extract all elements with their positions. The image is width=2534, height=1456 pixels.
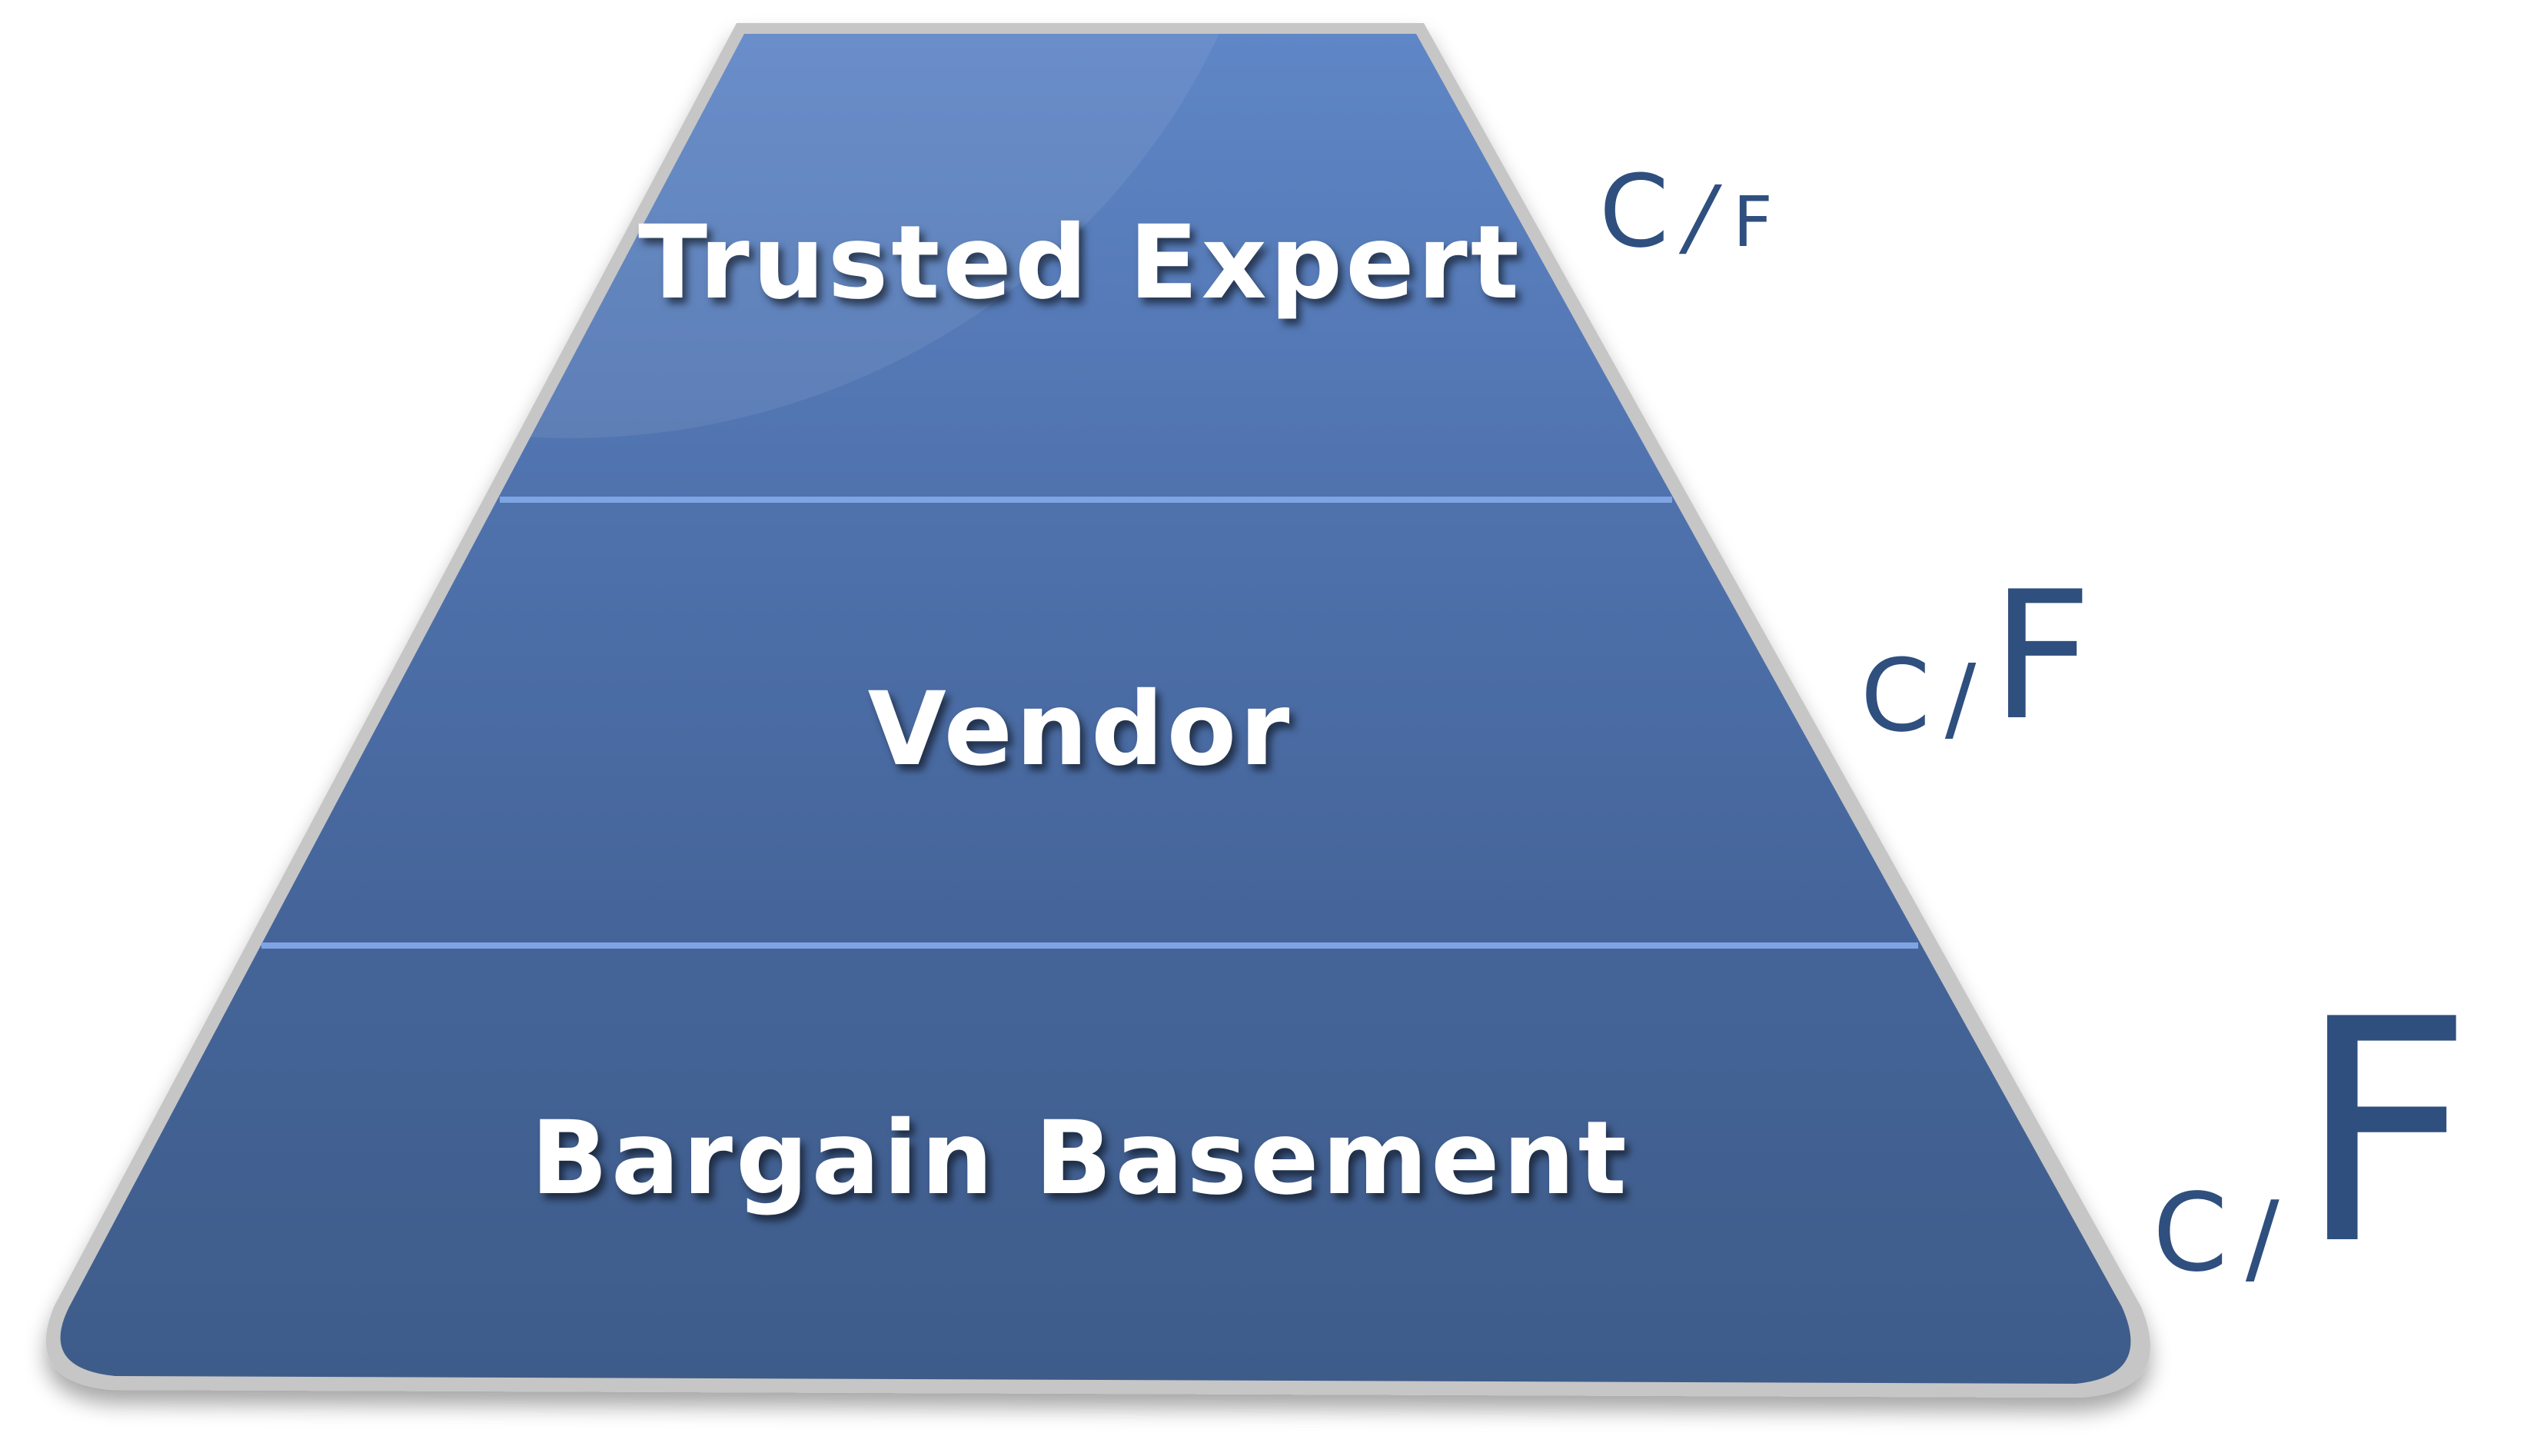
ratio-c: C [1861, 637, 1930, 754]
ratio-trusted-expert: C / F [1599, 153, 1773, 270]
tier-label-trusted-expert: Trusted Expert [638, 204, 1522, 322]
ratio-vendor: C / F [1861, 569, 2093, 746]
ratio-slash: / [1944, 646, 1977, 753]
ratio-f: F [2296, 955, 2474, 1312]
ratio-c: C [2153, 1171, 2228, 1296]
ratio-slash: / [2245, 1179, 2280, 1296]
ratio-f: F [1733, 182, 1773, 263]
ratio-bargain-basement: C / F [2153, 980, 2474, 1288]
ratio-c: C [1599, 153, 1669, 270]
tier-label-vendor: Vendor [867, 670, 1293, 789]
ratio-slash: / [1676, 168, 1726, 266]
tier-label-bargain-basement: Bargain Basement [530, 1099, 1630, 1218]
ratio-f: F [1990, 554, 2093, 760]
pyramid-body [60, 34, 2131, 1384]
